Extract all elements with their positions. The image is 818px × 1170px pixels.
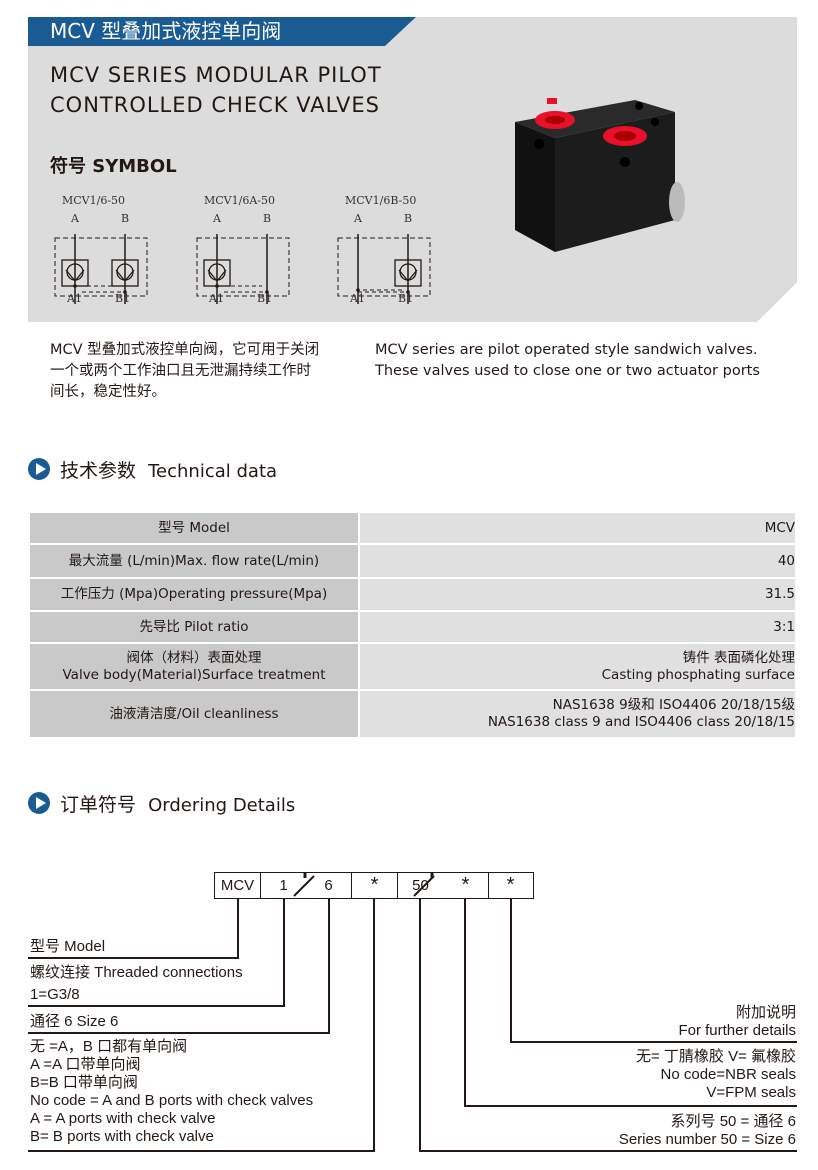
- port-a1-label: A1: [350, 292, 365, 305]
- code-model: MCV: [215, 873, 261, 898]
- symbol-model: MCV1/6B-50: [345, 194, 417, 207]
- play-circle-icon: [28, 792, 50, 814]
- subtitle-line2: CONTROLLED CHECK VALVES: [50, 93, 380, 117]
- port-b-label: B: [121, 212, 130, 225]
- code-seals: *: [443, 873, 489, 898]
- page-title: MCV 型叠加式液控单向阀: [28, 17, 416, 46]
- description-en: MCV series are pilot operated style sand…: [375, 342, 760, 379]
- label-model: 型号 Model: [30, 938, 106, 955]
- symbol-model: MCV1/6-50: [62, 194, 126, 207]
- port-b1-label: B1: [257, 292, 273, 305]
- table-row: 最大流量 (L/min)Max. flow rate(L/min)40: [28, 543, 797, 579]
- symbol-title: 符号 SYMBOL: [50, 156, 177, 177]
- table-row: 工作压力 (Mpa)Operating pressure(Mpa)31.5: [28, 577, 797, 612]
- label-thread: 螺纹连接 Threaded connections: [30, 964, 243, 981]
- description-cn: MCV 型叠加式液控单向阀，它可用于关闭一个或两个工作油口且无泄漏持续工作时间长…: [50, 342, 320, 400]
- ordering-title: 订单符号 Ordering Details: [60, 794, 296, 816]
- symbol-model: MCV1/6A-50: [204, 194, 275, 207]
- code-check: *: [352, 873, 398, 898]
- play-circle-icon: [28, 458, 50, 480]
- slash-divider: [293, 872, 435, 897]
- port-b-label: B: [263, 212, 272, 225]
- port-b-label: B: [404, 212, 413, 225]
- symbol-diagram: MCV1/6B-50 A B A1 B1: [333, 194, 443, 309]
- port-a1-label: A1: [67, 292, 82, 305]
- code-thread: 1: [279, 877, 288, 894]
- ordering-code-box: MCV 1 6 * 50 * *: [214, 872, 534, 899]
- symbol-diagram: MCV1/6-50 A B A1 B1: [50, 194, 160, 309]
- symbol-diagram: MCV1/6A-50 A B A1 B1: [192, 194, 302, 309]
- label-thread-value: 1=G3/8: [30, 986, 80, 1003]
- subtitle-line1: MCV SERIES MODULAR PILOT: [50, 63, 382, 87]
- port-a-label: A: [71, 212, 79, 225]
- port-a1-label: A1: [209, 292, 224, 305]
- code-series: 50: [412, 877, 429, 894]
- code-further: *: [506, 874, 515, 896]
- port-a-label: A: [213, 212, 221, 225]
- port-b1-label: B1: [115, 292, 131, 305]
- code-size: 6: [306, 873, 352, 898]
- port-a-label: A: [354, 212, 362, 225]
- technical-title: 技术参数 Technical data: [60, 460, 278, 482]
- label-size: 通径 6 Size 6: [30, 1013, 119, 1030]
- valve-product-image: [515, 98, 685, 252]
- port-b1-label: B1: [398, 292, 414, 305]
